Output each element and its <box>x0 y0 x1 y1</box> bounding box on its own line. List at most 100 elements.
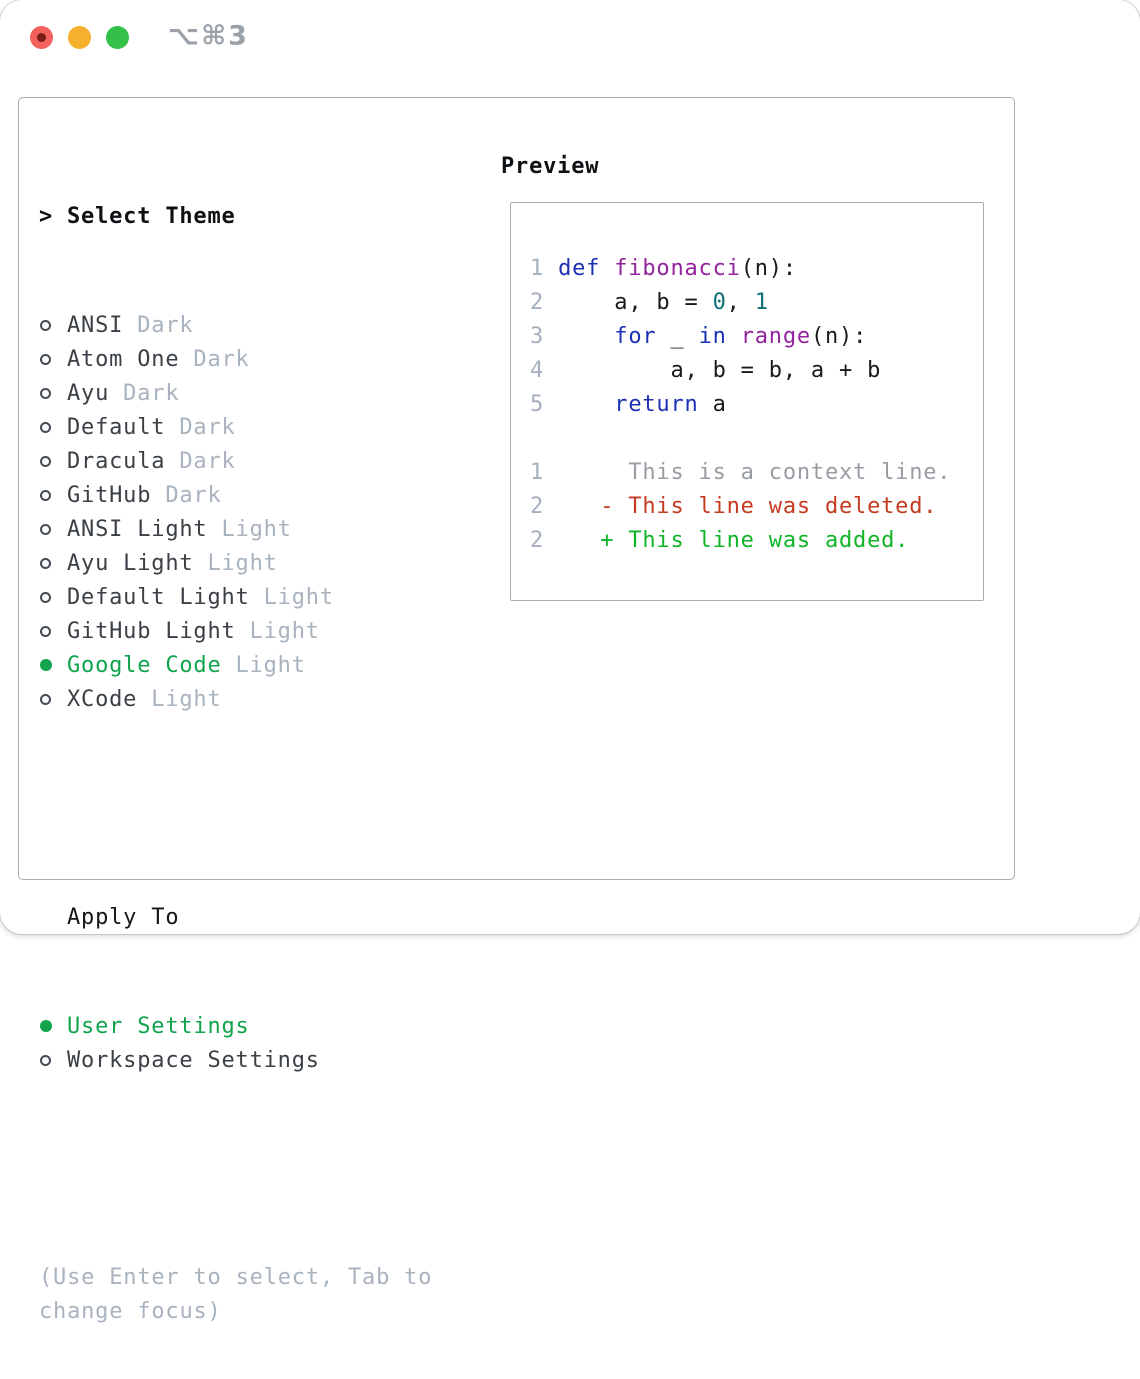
theme-option[interactable]: GitHub Dark <box>39 478 479 512</box>
code-token: This is a context line. <box>544 459 952 485</box>
apply-to-header: Apply To <box>39 900 479 934</box>
line-number: 2 <box>530 289 545 315</box>
code-line: 2 + This line was added. <box>530 523 983 557</box>
apply-to-title: Apply To <box>67 904 180 930</box>
radio-icon <box>40 625 51 637</box>
bullet-cell <box>39 489 67 501</box>
apply-to-option[interactable]: User Settings <box>39 1009 479 1043</box>
variant-label: Dark <box>123 312 194 338</box>
code-token: (n): <box>740 255 797 281</box>
line-number: 2 <box>530 493 545 519</box>
code-token: in <box>698 323 727 349</box>
bullet-cell <box>39 659 67 671</box>
code-token: 1 <box>754 289 769 315</box>
code-token <box>600 256 614 281</box>
bullet-cell <box>39 693 67 705</box>
code-token: , <box>726 289 755 315</box>
line-number: 2 <box>530 527 545 553</box>
theme-option[interactable]: Google Code Light <box>39 648 479 682</box>
theme-option[interactable]: ANSI Dark <box>39 308 479 342</box>
radio-icon <box>40 557 51 569</box>
code-token: range <box>740 323 811 349</box>
line-number: 1 <box>530 459 545 485</box>
variant-label: Dark <box>109 380 180 406</box>
code-token: a, b = b, a + b <box>544 357 882 383</box>
code-token: fibonacci <box>614 255 741 281</box>
bullet-cell <box>39 1054 67 1066</box>
theme-option[interactable]: Default Dark <box>39 410 479 444</box>
zoom-button[interactable] <box>106 26 129 49</box>
radio-selected-icon <box>40 659 52 671</box>
theme-option[interactable]: Atom One Dark <box>39 342 479 376</box>
code-line <box>530 421 983 455</box>
option-label: User Settings <box>67 1013 250 1039</box>
option-label: XCode <box>67 686 138 712</box>
radio-selected-icon <box>40 1020 52 1032</box>
option-label: ANSI <box>67 312 124 338</box>
code-token: def <box>558 255 601 281</box>
bullet-cell <box>39 591 67 603</box>
code-token: + This line was added. <box>544 527 910 553</box>
variant-label: Light <box>207 516 292 542</box>
code-token: - This line was deleted. <box>544 493 938 519</box>
variant-label: Light <box>193 550 278 576</box>
code-line: 1 This is a context line. <box>530 455 983 489</box>
code-token: a <box>698 391 727 417</box>
radio-icon <box>40 693 51 705</box>
code-token: return <box>614 391 699 417</box>
line-number: 3 <box>530 323 545 349</box>
radio-icon <box>40 591 51 603</box>
variant-label: Dark <box>165 414 236 440</box>
bullet-cell <box>39 523 67 535</box>
preview-title: Preview <box>501 153 600 179</box>
bullet-cell <box>39 319 67 331</box>
apply-to-option[interactable]: Workspace Settings <box>39 1043 479 1077</box>
code-token: 0 <box>712 289 727 315</box>
theme-option[interactable]: Default Light Light <box>39 580 479 614</box>
radio-icon <box>40 1054 51 1066</box>
option-label: Workspace Settings <box>67 1047 320 1073</box>
radio-icon <box>40 353 51 365</box>
theme-option[interactable]: Dracula Dark <box>39 444 479 478</box>
radio-icon <box>40 455 51 467</box>
theme-option[interactable]: XCode Light <box>39 682 479 716</box>
option-label: GitHub Light <box>67 618 236 644</box>
theme-option[interactable]: ANSI Light Light <box>39 512 479 546</box>
bullet-cell <box>39 353 67 365</box>
code-token: _ <box>656 323 699 349</box>
theme-option[interactable]: Ayu Light Light <box>39 546 479 580</box>
window-titlebar: ⌥⌘3 <box>0 0 1140 74</box>
option-label: Default <box>67 414 166 440</box>
theme-option[interactable]: GitHub Light Light <box>39 614 479 648</box>
radio-icon <box>40 489 51 501</box>
line-number: 1 <box>530 255 545 281</box>
radio-icon <box>40 387 51 399</box>
option-label: Google Code <box>67 652 222 678</box>
option-label: ANSI Light <box>67 516 208 542</box>
code-token <box>544 324 614 349</box>
radio-icon <box>40 319 51 331</box>
line-number: 5 <box>530 391 545 417</box>
radio-icon <box>40 523 51 535</box>
code-token: for <box>614 323 657 349</box>
theme-option[interactable]: Ayu Dark <box>39 376 479 410</box>
code-token: a, b = <box>544 289 713 315</box>
option-label: Ayu <box>67 380 110 406</box>
variant-label: Light <box>249 584 334 610</box>
minimize-button[interactable] <box>68 26 91 49</box>
option-label: Default Light <box>67 584 250 610</box>
code-token <box>727 324 741 349</box>
close-button[interactable] <box>30 26 53 49</box>
bullet-cell <box>39 557 67 569</box>
variant-label: Light <box>221 652 306 678</box>
prompt-caret: > <box>39 203 54 229</box>
window-title: ⌥⌘3 <box>168 20 249 52</box>
option-label: Dracula <box>67 448 166 474</box>
option-label: Ayu Light <box>67 550 194 576</box>
code-token <box>544 392 614 417</box>
